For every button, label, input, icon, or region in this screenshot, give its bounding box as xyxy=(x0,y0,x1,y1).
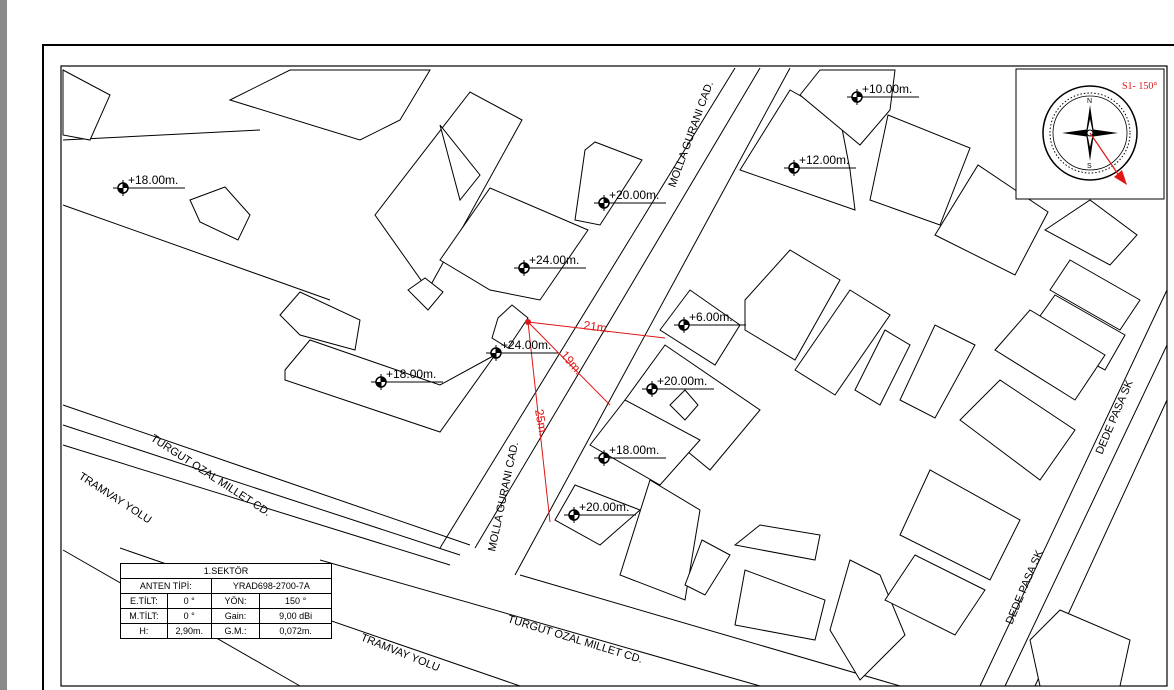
height-label: +18.00m. xyxy=(128,173,178,187)
street-label: DEDE PASA SK xyxy=(1004,548,1046,626)
direction-label: YÖN: xyxy=(210,593,261,609)
inner-frame xyxy=(60,65,1168,687)
street-label: TRAMVAY YOLU xyxy=(359,632,442,675)
sector-title: 1.SEKTÖR xyxy=(120,563,332,579)
distance-line-25m xyxy=(527,321,551,523)
mtilt-label: M.TİLT: xyxy=(120,608,168,624)
distance-line-19m xyxy=(527,321,611,406)
distance-line-21m xyxy=(527,321,666,339)
height-value: 2,90m. xyxy=(166,623,212,639)
height-label: H: xyxy=(120,623,168,639)
height-label: +24.00m. xyxy=(501,338,551,352)
distance-lines xyxy=(527,321,666,523)
antenna-point xyxy=(525,319,531,325)
viewer-left-edge xyxy=(0,0,7,690)
mtilt-value: 0 ° xyxy=(166,608,212,624)
gain-value: 9,00 dBi xyxy=(259,608,332,624)
compass-north-letter: N xyxy=(1087,98,1092,105)
direction-value: 150 ° xyxy=(259,593,332,609)
distance-label: 25m. xyxy=(532,408,550,437)
height-label: +18.00m. xyxy=(609,443,659,457)
height-label: +6.00m. xyxy=(689,310,733,324)
height-label: +20.00m. xyxy=(609,188,659,202)
sector-info-table: 1.SEKTÖR ANTEN TİPİ: YRAD698-2700-7A E.T… xyxy=(120,563,333,639)
compass-label: S1- 150° xyxy=(1122,81,1157,92)
height-markers: +18.00m. +20.00m. +24.00m. +24.00m. +18.00m.… xyxy=(113,82,919,523)
street-label: TRAMVAY YOLU xyxy=(76,470,153,526)
compass: N S S1- 150° xyxy=(1015,68,1165,200)
street-label: TURGUT OZAL MILLET CD. xyxy=(506,613,644,666)
height-label: +20.00m. xyxy=(579,500,629,514)
street-label: TURGUT OZAL MILLET CD. xyxy=(148,432,272,519)
etilt-value: 0 ° xyxy=(166,593,212,609)
height-label: +18.00m. xyxy=(386,367,436,381)
outer-frame xyxy=(42,44,1174,690)
distance-label: 21m. xyxy=(583,318,611,336)
gm-value: 0,072m. xyxy=(259,623,332,639)
gm-label: G.M.: xyxy=(210,623,261,639)
height-label: +24.00m. xyxy=(529,253,579,267)
height-label: +12.00m. xyxy=(799,153,849,167)
street-label: DEDE PASA SK xyxy=(1094,378,1136,456)
antenna-type-label: ANTEN TİPİ: xyxy=(120,578,212,594)
compass-south-letter: S xyxy=(1087,163,1092,170)
distance-label: 19m. xyxy=(558,348,586,377)
antenna-type-value: YRAD698-2700-7A xyxy=(210,578,333,594)
gain-label: Gain: xyxy=(210,608,261,624)
etilt-label: E.TİLT: xyxy=(120,593,168,609)
buildings xyxy=(62,69,1141,687)
height-label: +10.00m. xyxy=(862,82,912,96)
street-label: MOLLA GURANI CAD. xyxy=(486,441,521,553)
height-label: +20.00m. xyxy=(657,374,707,388)
street-label: MOLLA GURANI CAD. xyxy=(667,80,717,189)
